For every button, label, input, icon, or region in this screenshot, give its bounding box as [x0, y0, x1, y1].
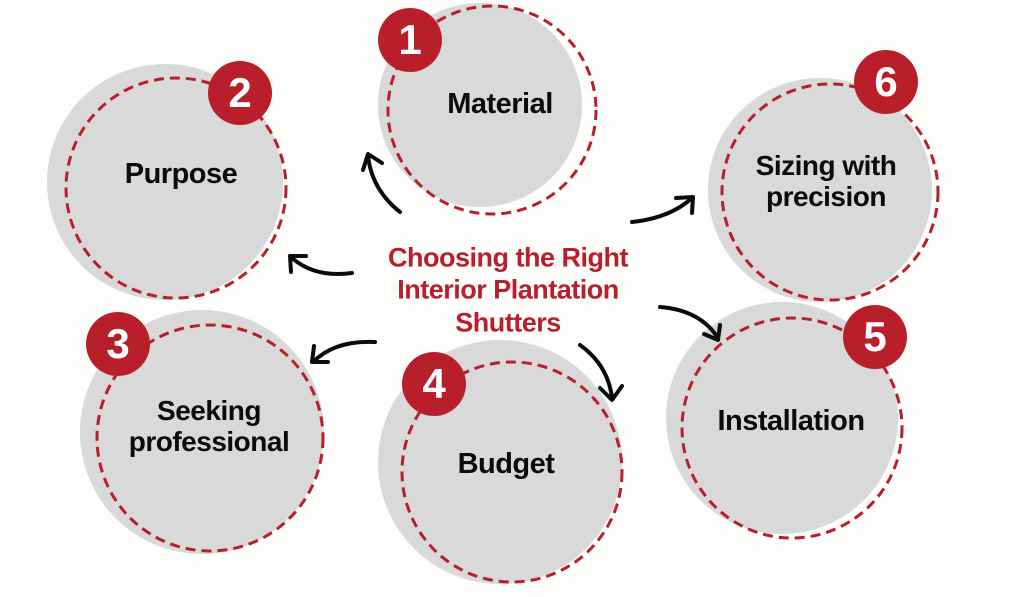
step-number-badge-3: 3: [86, 312, 150, 376]
step-number-badge-6: 6: [854, 50, 918, 114]
badge-number: 3: [106, 320, 130, 367]
step-label-text: Installation: [717, 405, 865, 438]
step-label-budget: Budget: [457, 448, 555, 481]
step-label-text: Budget: [457, 448, 555, 481]
step-label-installation: Installation: [717, 405, 865, 438]
step-label-text: Purpose: [124, 158, 238, 191]
step-circle-6: [708, 78, 940, 302]
step-circle-3: [80, 310, 325, 554]
step-label-text: Seeking: [157, 395, 261, 427]
step-circle-5: [666, 302, 904, 540]
badge-number: 6: [874, 58, 898, 105]
step-label-purpose: Purpose: [124, 158, 238, 191]
step-number-badge-4: 4: [402, 352, 466, 416]
curved-arrow-icon: [630, 195, 695, 224]
step-number-badge-1: 1: [378, 8, 442, 72]
diagram-title: Choosing the Right Interior Plantation S…: [388, 241, 628, 338]
curved-arrow-icon: [658, 305, 722, 342]
curved-arrow-icon: [288, 254, 354, 276]
badge-number: 2: [228, 69, 252, 116]
curved-arrow-icon: [578, 343, 624, 402]
step-label-material: Material: [447, 88, 553, 121]
step-number-badge-5: 5: [843, 305, 907, 369]
step-label-text: precision: [766, 181, 886, 212]
title-line-2: Interior Plantation: [397, 274, 619, 305]
badge-number: 4: [422, 360, 446, 407]
step-label-sizing-with-precision: Sizing with precision: [755, 150, 897, 213]
curved-arrow-icon: [310, 339, 377, 364]
title-line-1: Choosing the Right: [388, 242, 628, 273]
badge-number: 1: [398, 16, 422, 63]
step-label-text: Material: [447, 88, 553, 121]
step-circle-2: [47, 64, 288, 300]
title-line-3: Shutters: [455, 307, 561, 338]
step-label-seeking-professional: Seeking professional: [128, 395, 290, 458]
step-label-text: professional: [128, 426, 290, 457]
step-number-badge-2: 2: [208, 61, 272, 125]
curved-arrow-icon: [361, 152, 402, 214]
step-label-text: Sizing with: [755, 150, 897, 182]
badge-number: 5: [863, 313, 887, 360]
